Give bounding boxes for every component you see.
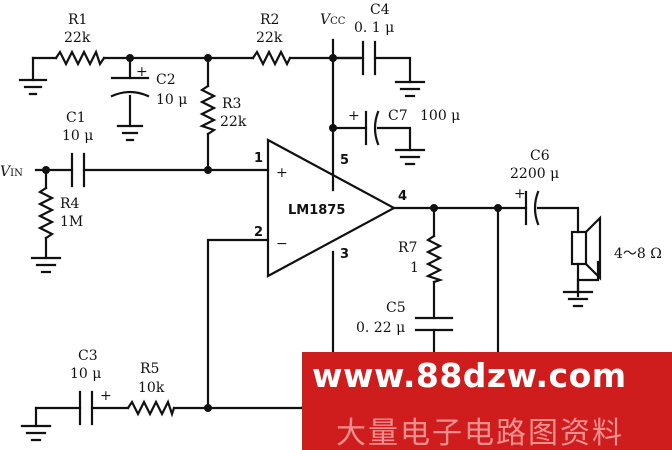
r3-ref: R3 xyxy=(222,96,241,112)
svg-text:VCC: VCC xyxy=(320,12,346,28)
r1-ref: R1 xyxy=(68,12,87,28)
c7-value: 100 μ xyxy=(420,108,460,124)
resistor-r4: R4 1M xyxy=(37,186,83,240)
pin-1-label: 1 xyxy=(254,151,263,166)
c3-value: 10 μ xyxy=(70,366,101,382)
watermark-banner: www.88dzw.com 大量电子电路图资料 xyxy=(302,352,672,450)
capacitor-c5: C5 0. 22 μ xyxy=(356,300,454,336)
resistor-r7: R7 1 xyxy=(398,234,444,284)
speaker-icon: 4～8 Ω xyxy=(570,215,662,281)
r7-value: 1 xyxy=(410,260,419,276)
c1-ref: C1 xyxy=(66,110,86,126)
c1-value: 10 μ xyxy=(62,128,93,144)
junctions xyxy=(42,54,502,412)
wires xyxy=(31,38,600,428)
r5-value: 10k xyxy=(138,380,165,396)
resistor-r5: R5 10k xyxy=(126,361,176,418)
r4-value: 1M xyxy=(60,214,83,230)
ic-name: LM1875 xyxy=(288,203,345,218)
svg-text:VIN: VIN xyxy=(0,164,23,180)
r2-ref: R2 xyxy=(260,12,279,28)
c3-plus: + xyxy=(100,388,112,404)
c2-plus: + xyxy=(136,64,148,80)
watermark-chinese-text: 大量电子电路图资料 xyxy=(336,416,624,450)
ic-lm1875: LM1875 + − 1 2 3 4 5 xyxy=(254,138,407,278)
resistor-r3: R3 22k xyxy=(199,84,247,136)
c5-ref: C5 xyxy=(386,300,406,316)
resistor-r2: R2 22k xyxy=(251,12,292,67)
capacitor-c4: C4 0. 1 μ xyxy=(354,2,394,76)
watermark-url: www.88dzw.com xyxy=(312,356,627,395)
pin-4-label: 4 xyxy=(398,189,407,204)
vcc-label: VCC xyxy=(320,12,346,28)
capacitor-c2: + C2 10 μ xyxy=(110,64,187,108)
c7-plus: + xyxy=(348,108,360,124)
c2-value: 10 μ xyxy=(156,92,187,108)
pin-3-label: 3 xyxy=(340,247,349,262)
r3-value: 22k xyxy=(220,114,247,130)
capacitor-c3: C3 10 μ + xyxy=(70,348,112,426)
r1-value: 22k xyxy=(64,30,91,46)
ic-plus-sign: + xyxy=(276,165,288,181)
capacitor-c1: C1 10 μ xyxy=(62,110,93,188)
r7-ref: R7 xyxy=(398,240,417,256)
r2-value: 22k xyxy=(256,30,283,46)
c6-value: 2200 μ xyxy=(510,166,559,182)
r4-ref: R4 xyxy=(60,196,80,212)
speaker-impedance: 4～8 Ω xyxy=(614,246,662,262)
capacitor-c7: + C7 100 μ xyxy=(348,108,460,146)
ic-minus-sign: − xyxy=(276,236,288,252)
c3-ref: C3 xyxy=(78,348,98,364)
c7-ref: C7 xyxy=(388,108,408,124)
capacitor-c6: + C6 2200 μ xyxy=(510,148,559,226)
c6-ref: C6 xyxy=(530,148,550,164)
pin-5-label: 5 xyxy=(340,153,349,168)
c4-ref: C4 xyxy=(370,2,390,18)
c4-value: 0. 1 μ xyxy=(354,20,394,36)
resistor-r1: R1 22k xyxy=(54,12,106,67)
r5-ref: R5 xyxy=(140,361,159,377)
c2-ref: C2 xyxy=(156,72,176,88)
c5-value: 0. 22 μ xyxy=(356,320,405,336)
c6-plus: + xyxy=(514,186,526,202)
vin-label: VIN xyxy=(0,164,23,180)
pin-2-label: 2 xyxy=(254,225,263,240)
